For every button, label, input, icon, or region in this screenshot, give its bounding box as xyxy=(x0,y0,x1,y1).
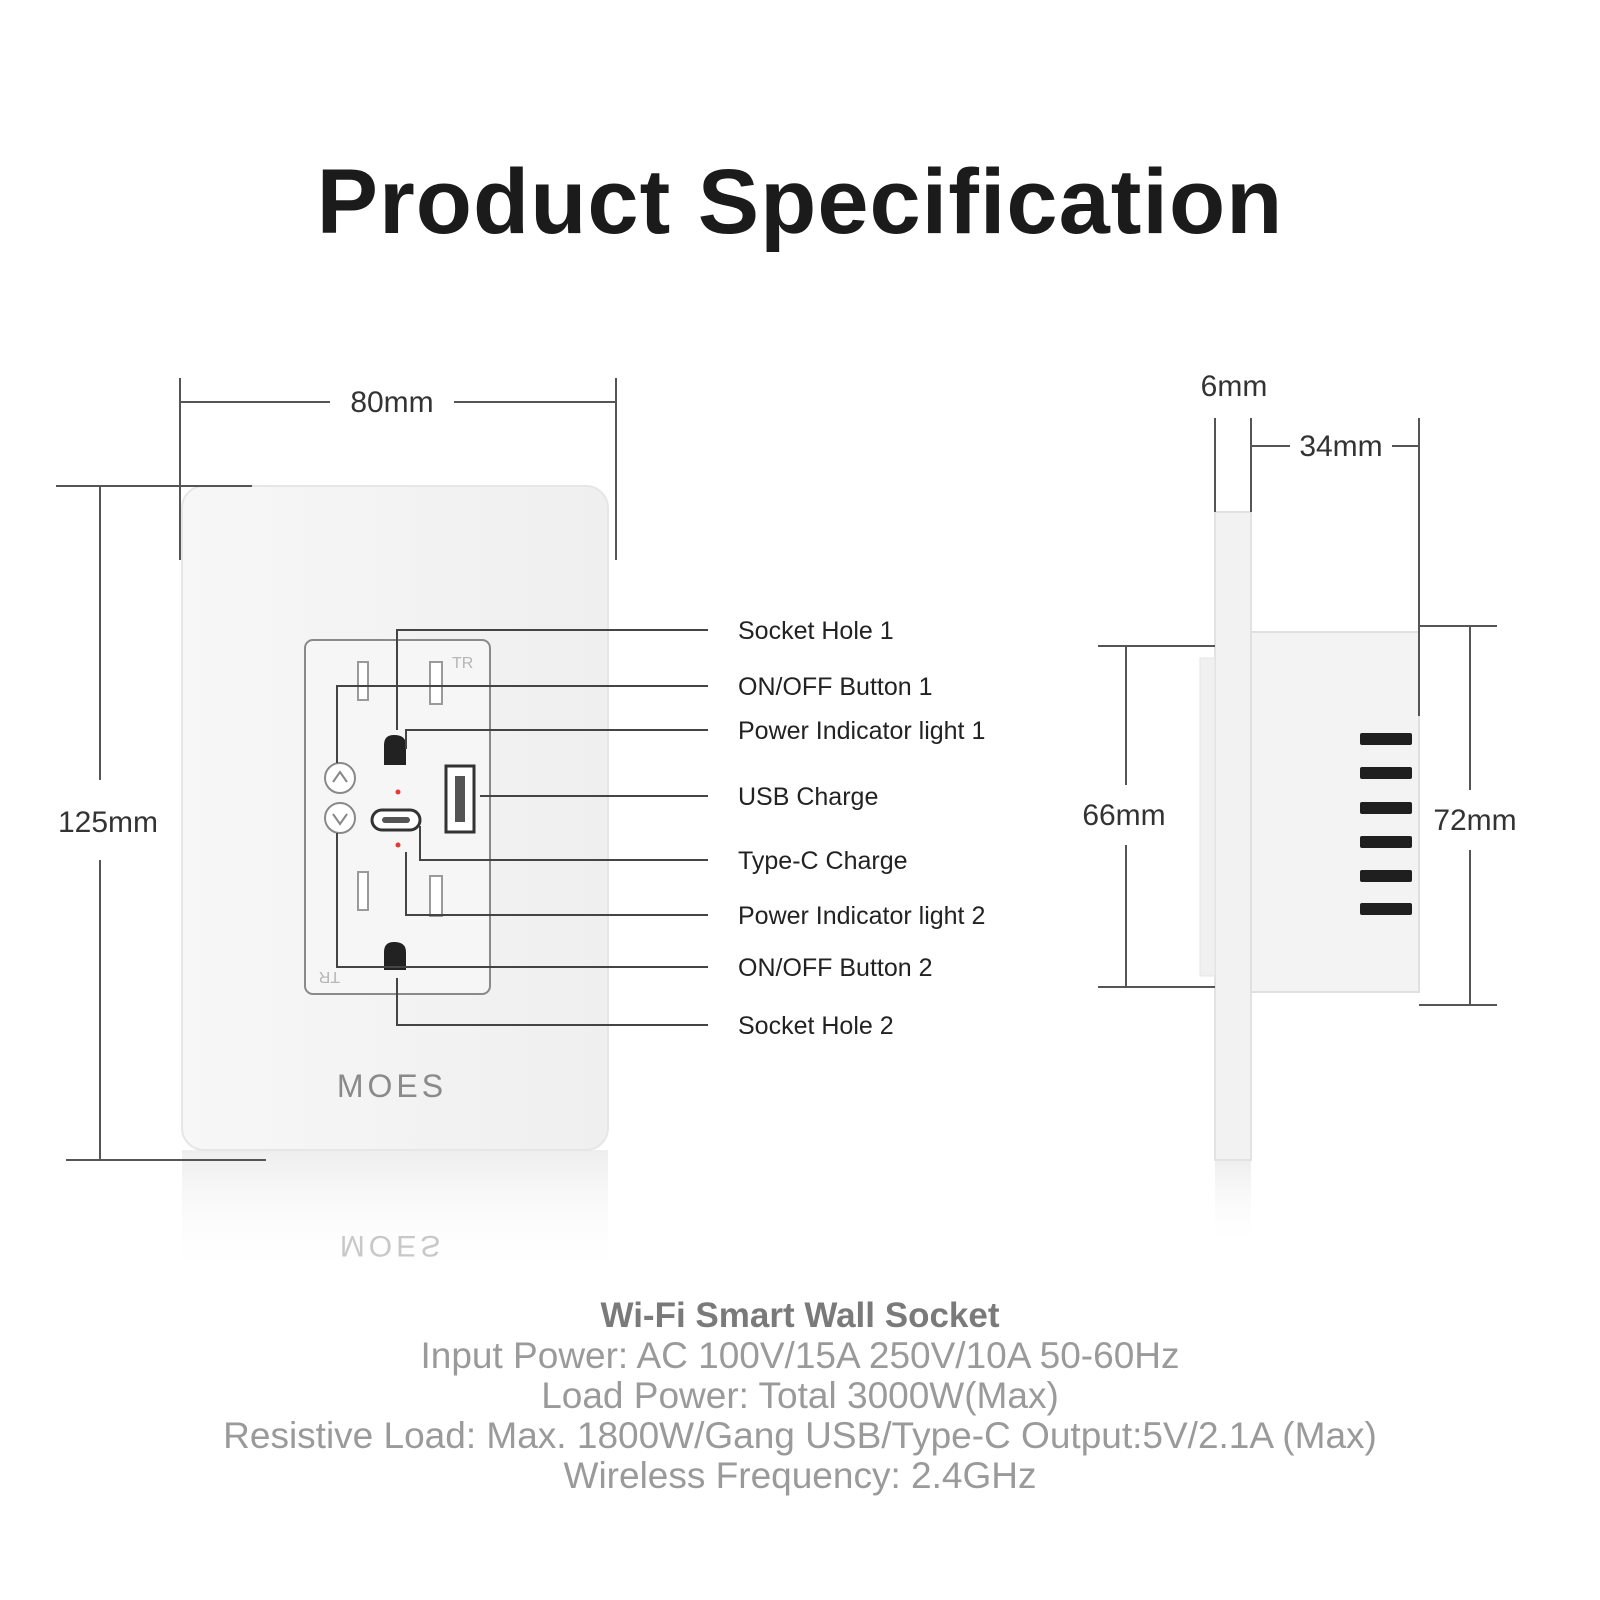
spec-input-power: Input Power: AC 100V/15A 250V/10A 50-60H… xyxy=(420,1335,1180,1376)
type-c-port-inner xyxy=(382,817,410,823)
callout-usb-charge: USB Charge xyxy=(738,783,878,811)
callout-on-off-button-1: ON/OFF Button 1 xyxy=(738,673,933,701)
usb-port-inner xyxy=(455,776,465,822)
ground-hole xyxy=(384,942,406,970)
plate-thickness-label: 6mm xyxy=(1201,370,1268,403)
terminal-slot xyxy=(1360,903,1412,915)
power-indicator-light-1 xyxy=(395,789,401,795)
callout-power-indicator-1: Power Indicator light 1 xyxy=(738,717,985,745)
up-arrow-icon xyxy=(332,770,348,783)
leader-power-indicator-1 xyxy=(405,729,708,749)
front-plate-reflection xyxy=(182,1150,608,1280)
callout-leaders xyxy=(336,629,708,1026)
depth-label: 34mm xyxy=(1299,430,1382,463)
terminal-slot xyxy=(1360,836,1412,848)
front-view: MOES TR xyxy=(56,378,617,1280)
brand-reflection: MOES xyxy=(340,1229,444,1262)
power-indicator-light-2 xyxy=(395,842,401,848)
leader-type-c-charge xyxy=(419,826,708,861)
callout-socket-hole-1: Socket Hole 1 xyxy=(738,617,894,645)
terminal-slot xyxy=(1360,802,1412,814)
page-title: Product Specification xyxy=(316,151,1284,253)
callout-on-off-button-2: ON/OFF Button 2 xyxy=(738,954,933,982)
callout-socket-hole-2: Socket Hole 2 xyxy=(738,1012,894,1040)
spec-wireless-frequency: Wireless Frequency: 2.4GHz xyxy=(563,1455,1037,1496)
side-plate-stub xyxy=(1199,657,1216,977)
terminal-slot xyxy=(1360,733,1412,745)
leader-on-off-button-2 xyxy=(336,833,708,968)
side-plate-reflection xyxy=(1215,1160,1251,1250)
width-dimension-label: 80mm xyxy=(350,386,433,419)
socket-slot xyxy=(357,661,369,701)
callout-type-c-charge: Type-C Charge xyxy=(738,847,908,875)
tr-marking: TR xyxy=(452,655,473,672)
terminal-slot xyxy=(1360,870,1412,882)
spec-block: Wi-Fi Smart Wall Socket Input Power: AC … xyxy=(0,1296,1600,1496)
socket-slot xyxy=(357,871,369,911)
leader-power-indicator-2 xyxy=(405,852,708,916)
leader-socket-hole-1 xyxy=(396,629,708,730)
right-height-label: 72mm xyxy=(1433,804,1516,837)
callout-labels: Socket Hole 1 ON/OFF Button 1 Power Indi… xyxy=(738,617,985,1040)
on-off-button-2[interactable] xyxy=(324,802,356,834)
terminal-slot xyxy=(1360,767,1412,779)
leader-socket-hole-2 xyxy=(396,978,708,1026)
side-wall-plate xyxy=(1214,511,1252,1161)
on-off-button-1[interactable] xyxy=(324,762,356,794)
brand-logo: MOES xyxy=(337,1068,447,1104)
callout-power-indicator-2: Power Indicator light 2 xyxy=(738,902,985,930)
leader-on-off-button-1 xyxy=(336,685,708,763)
product-name: Wi-Fi Smart Wall Socket xyxy=(600,1296,1000,1335)
spec-resistive-load: Resistive Load: Max. 1800W/Gang USB/Type… xyxy=(223,1415,1377,1456)
left-height-label: 66mm xyxy=(1082,799,1165,832)
height-dimension-label: 125mm xyxy=(58,806,158,839)
ground-hole xyxy=(384,735,406,765)
socket-slot xyxy=(429,875,443,917)
side-view: 6mm 34mm 66mm 72mm xyxy=(1082,370,1517,1250)
socket-slot xyxy=(429,661,443,705)
tr-marking: TR xyxy=(319,968,340,985)
spec-load-power: Load Power: Total 3000W(Max) xyxy=(541,1375,1059,1416)
down-arrow-icon xyxy=(332,813,348,826)
